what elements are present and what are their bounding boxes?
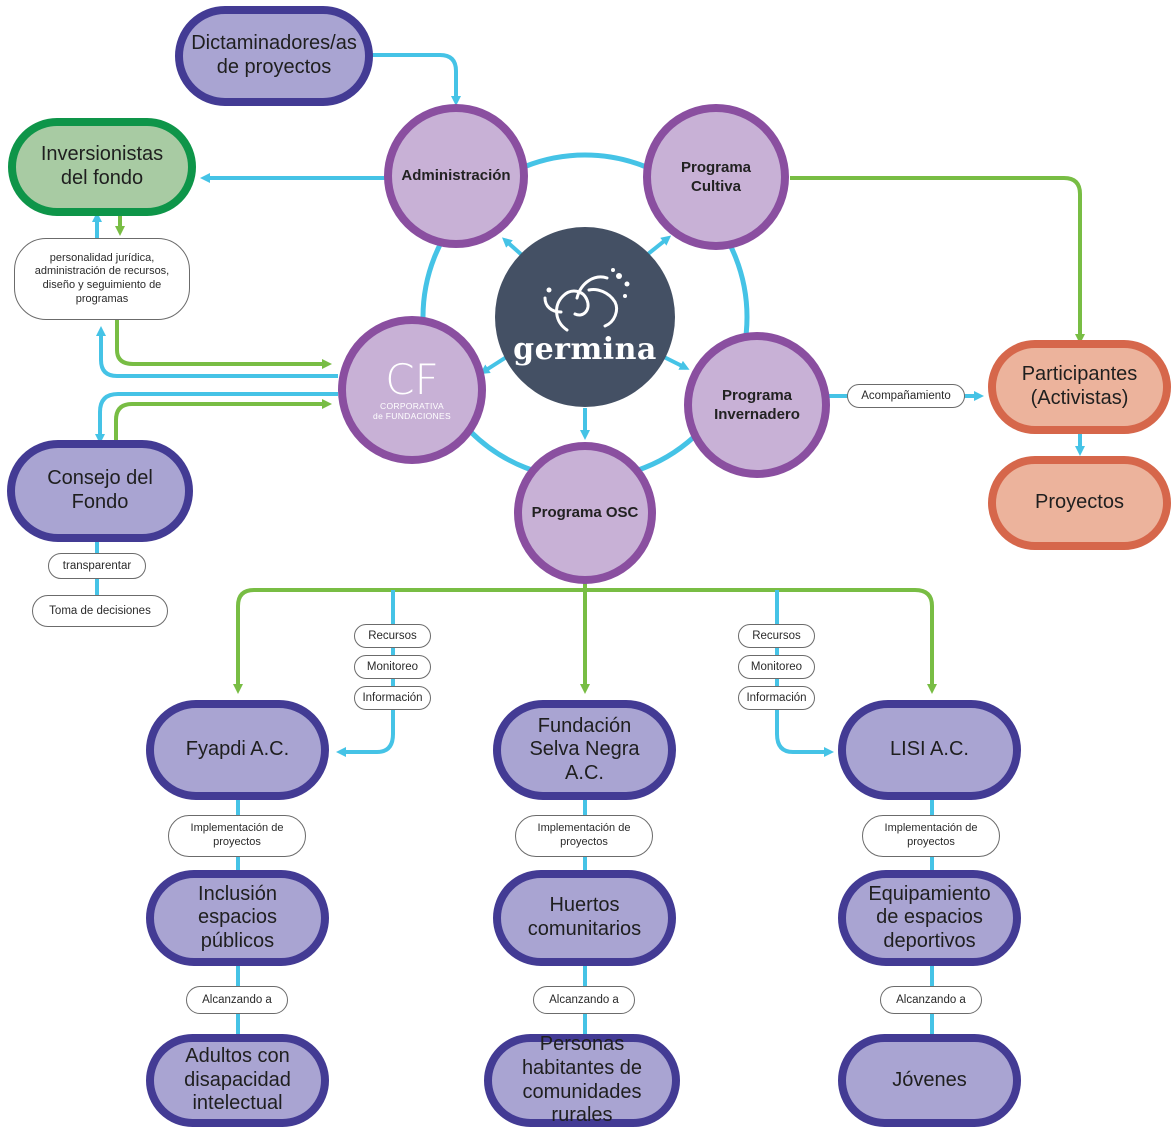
node-consejo: Consejo del Fondo (7, 440, 193, 542)
label-implementacion-fyapdi: Implementación de proyectos (168, 815, 306, 857)
germina-wordmark: germina (513, 331, 657, 367)
node-inclusion: Inclusión espacios públicos (146, 870, 329, 966)
arrow-resources-fyapdi (336, 590, 395, 757)
node-programa-invernadero-label: Programa Invernadero (714, 386, 800, 424)
label-transparentar: transparentar (48, 553, 146, 579)
cf-logo-mark: CF (385, 354, 439, 404)
label-monitoreo-left: Monitoreo (354, 655, 431, 679)
node-adultos: Adultos con disapacidad intelectual (146, 1034, 329, 1127)
node-selva-negra: Fundación Selva Negra A.C. (493, 700, 676, 800)
label-implementacion-selva: Implementación de proyectos (515, 815, 653, 857)
cf-logo-line1: CORPORATIVA (380, 400, 444, 411)
label-monitoreo-right: Monitoreo (738, 655, 815, 679)
node-participantes-label: Participantes (Activistas) (1021, 363, 1138, 409)
node-inversionistas-label: Inversionistas del fondo (40, 143, 164, 189)
arrow-cf-to-personalidad (96, 326, 338, 378)
cf-logo-line2: de FUNDACIONES (373, 411, 451, 421)
node-programa-osc-label: Programa OSC (531, 504, 639, 522)
label-alcanzando-fyapdi: Alcanzando a (186, 986, 288, 1014)
node-programa-cultiva: Programa Cultiva (643, 104, 789, 250)
node-administracion: Administración (384, 104, 528, 248)
node-jovenes-label: Jóvenes (892, 1068, 967, 1091)
label-informacion-left: Información (354, 686, 431, 710)
node-fyapdi: Fyapdi A.C. (146, 700, 329, 800)
node-fyapdi-label: Fyapdi A.C. (185, 738, 290, 761)
node-consejo-label: Consejo del Fondo (47, 467, 153, 513)
arrow-personalidad-to-cf (115, 318, 332, 369)
arrow-dictaminadores-admin (369, 53, 461, 106)
node-programa-invernadero: Programa Invernadero (684, 332, 830, 478)
node-jovenes: Jóvenes (838, 1034, 1021, 1127)
arrow-cultiva-participantes (790, 176, 1085, 344)
node-dictaminadores: Dictaminadores/as de proyectos (175, 6, 373, 106)
label-alcanzando-lisi: Alcanzando a (880, 986, 982, 1014)
node-selva-negra-label: Fundación Selva Negra A.C. (529, 714, 640, 784)
node-huertos: Huertos comunitarios (493, 870, 676, 966)
node-inversionistas: Inversionistas del fondo (8, 118, 196, 216)
node-programa-cultiva-label: Programa Cultiva (680, 158, 752, 196)
node-inclusion-label: Inclusión espacios públicos (198, 882, 277, 952)
node-habitantes-label: Personas habitantes de comunidades rural… (521, 1033, 643, 1127)
node-lisi: LISI A.C. (838, 700, 1021, 800)
arrow-to-fyapdi (233, 588, 255, 694)
arrow-cf-to-consejo (95, 392, 338, 444)
node-lisi-label: LISI A.C. (890, 738, 969, 761)
arrow-to-lisi (914, 588, 937, 694)
label-implementacion-lisi: Implementación de proyectos (862, 815, 1000, 857)
node-programa-osc: Programa OSC (514, 442, 656, 584)
label-informacion-right: Información (738, 686, 815, 710)
node-proyectos-label: Proyectos (1035, 491, 1124, 514)
node-huertos-label: Huertos comunitarios (527, 894, 642, 940)
node-equipamiento: Equipamiento de espacios deportivos (838, 870, 1021, 966)
germina-leaf-icon (543, 267, 630, 331)
arrow-consejo-to-cf (114, 399, 332, 445)
node-equipamiento-label: Equipamiento de espacios deportivos (868, 882, 991, 952)
arrow-center-invernadero (661, 354, 690, 370)
node-adultos-label: Adultos con disapacidad intelectual (184, 1045, 291, 1115)
node-habitantes: Personas habitantes de comunidades rural… (484, 1033, 680, 1127)
node-corporativa-fundaciones: CF CORPORATIVA de FUNDACIONES (338, 316, 486, 464)
label-toma-decisiones: Toma de decisiones (32, 595, 168, 627)
node-dictaminadores-label: Dictaminadores/as de proyectos (191, 32, 357, 78)
node-participantes: Participantes (Activistas) (988, 340, 1171, 434)
label-acompanamiento: Acompañamiento (847, 384, 965, 408)
node-proyectos: Proyectos (988, 456, 1171, 550)
arrow-resources-lisi (775, 590, 834, 757)
label-recursos-left: Recursos (354, 624, 431, 648)
node-administracion-label: Administración (401, 167, 511, 185)
label-recursos-right: Recursos (738, 624, 815, 648)
germina-logo: germina (495, 227, 675, 407)
arrow-center-cf (479, 354, 510, 375)
label-alcanzando-selva: Alcanzando a (533, 986, 635, 1014)
label-personalidad: personalidad jurídica, administración de… (14, 238, 190, 320)
